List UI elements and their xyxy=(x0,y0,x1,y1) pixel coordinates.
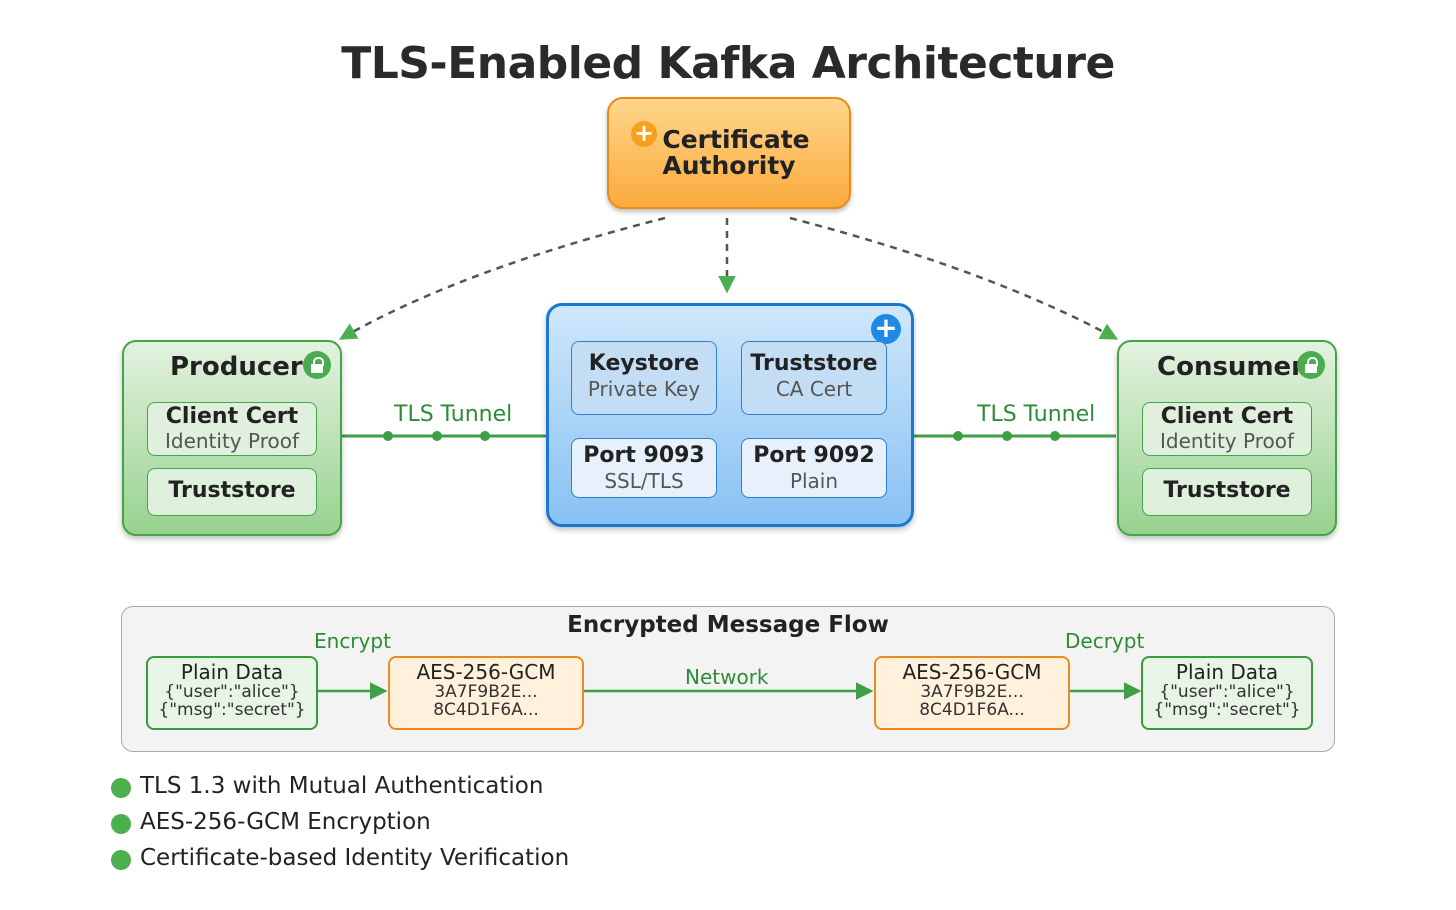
producer-truststore: Truststore xyxy=(147,468,317,516)
port-ssl-title: Port 9093 xyxy=(583,443,705,468)
plain-data-box-left: Plain Data {"user":"alice"} {"msg":"secr… xyxy=(146,656,318,730)
broker-port-ssl: Port 9093 SSL/TLS xyxy=(571,438,717,498)
cipher-title: AES-256-GCM xyxy=(902,660,1042,684)
broker-keystore: Keystore Private Key xyxy=(571,341,717,415)
plain-data-line: {"msg":"secret"} xyxy=(1153,700,1301,720)
truststore-title: Truststore xyxy=(750,351,878,376)
flow-title: Encrypted Message Flow xyxy=(567,612,889,638)
client-cert-title: Client Cert xyxy=(165,404,299,429)
client-cert-title: Client Cert xyxy=(1160,404,1294,429)
tunnel-dot xyxy=(480,431,490,441)
tunnel-dot xyxy=(1002,431,1012,441)
plain-data-box-right: Plain Data {"user":"alice"} {"msg":"secr… xyxy=(1141,656,1313,730)
ca-label-line2: Authority xyxy=(662,151,796,180)
ca-to-consumer-arrow xyxy=(789,216,1119,340)
plain-data-title: Plain Data xyxy=(1175,660,1279,684)
producer-node: Producer Client Cert Identity Proof Trus… xyxy=(122,340,342,536)
ca-to-producer-arrow xyxy=(338,216,666,340)
cipher-title: AES-256-GCM xyxy=(416,660,556,684)
consumer-truststore: Truststore xyxy=(1142,468,1312,516)
cipher-line: 8C4D1F6A... xyxy=(433,700,539,720)
client-cert-subtitle: Identity Proof xyxy=(1159,429,1294,453)
tls-tunnel-left-label: TLS Tunnel xyxy=(394,402,513,427)
ca-label-line1: Certificate xyxy=(662,125,810,154)
certificate-authority-node: + Certificate Authority xyxy=(607,97,851,209)
port-ssl-subtitle: SSL/TLS xyxy=(604,469,684,493)
bullet-icon xyxy=(111,778,131,798)
cipher-box-right: AES-256-GCM 3A7F9B2E... 8C4D1F6A... xyxy=(874,656,1070,730)
encrypt-label: Encrypt xyxy=(314,629,391,653)
lock-icon xyxy=(303,351,331,379)
plain-data-title: Plain Data xyxy=(180,660,284,684)
plain-data-line: {"user":"alice"} xyxy=(164,682,300,702)
tunnel-dot xyxy=(383,431,393,441)
truststore-title: Truststore xyxy=(168,478,296,503)
port-plain-title: Port 9092 xyxy=(753,443,875,468)
broker-truststore: Truststore CA Cert xyxy=(741,341,887,415)
tls-tunnel-right-label: TLS Tunnel xyxy=(977,402,1096,427)
diagram-title: TLS-Enabled Kafka Architecture xyxy=(341,38,1115,89)
cipher-line: 3A7F9B2E... xyxy=(434,682,538,702)
keystore-subtitle: Private Key xyxy=(587,377,701,401)
truststore-subtitle: CA Cert xyxy=(775,377,853,401)
cipher-box-left: AES-256-GCM 3A7F9B2E... 8C4D1F6A... xyxy=(388,656,584,730)
plus-circle-icon: + xyxy=(631,121,657,147)
bullet-icon xyxy=(111,850,131,870)
decrypt-label: Decrypt xyxy=(1065,629,1145,653)
network-label: Network xyxy=(685,665,769,689)
broker-port-plain: Port 9092 Plain xyxy=(741,438,887,498)
cipher-line: 3A7F9B2E... xyxy=(920,682,1024,702)
plain-data-line: {"msg":"secret"} xyxy=(158,700,306,720)
bullet-icon xyxy=(111,814,131,834)
port-plain-subtitle: Plain xyxy=(789,469,839,493)
producer-title: Producer xyxy=(170,352,303,382)
producer-client-cert: Client Cert Identity Proof xyxy=(147,402,317,456)
consumer-client-cert: Client Cert Identity Proof xyxy=(1142,402,1312,456)
client-cert-subtitle: Identity Proof xyxy=(164,429,299,453)
tunnel-dot xyxy=(1050,431,1060,441)
encrypted-flow-panel xyxy=(121,606,1335,752)
consumer-title: Consumer xyxy=(1157,352,1304,382)
lock-icon xyxy=(1297,351,1325,379)
consumer-node: Consumer Client Cert Identity Proof Trus… xyxy=(1117,340,1337,536)
certificate-authority-label: Certificate Authority xyxy=(609,127,849,179)
plain-data-line: {"user":"alice"} xyxy=(1159,682,1295,702)
keystore-title: Keystore xyxy=(588,351,700,376)
tunnel-dot xyxy=(432,431,442,441)
truststore-title: Truststore xyxy=(1163,478,1291,503)
tunnel-dot xyxy=(953,431,963,441)
cipher-line: 8C4D1F6A... xyxy=(919,700,1025,720)
plus-circle-icon: + xyxy=(871,314,901,344)
legend-text: AES-256-GCM Encryption xyxy=(140,809,431,835)
legend-text: Certificate-based Identity Verification xyxy=(140,845,570,871)
kafka-broker-node: + Keystore Private Key Truststore CA Cer… xyxy=(546,303,914,527)
legend-text: TLS 1.3 with Mutual Authentication xyxy=(140,773,544,799)
